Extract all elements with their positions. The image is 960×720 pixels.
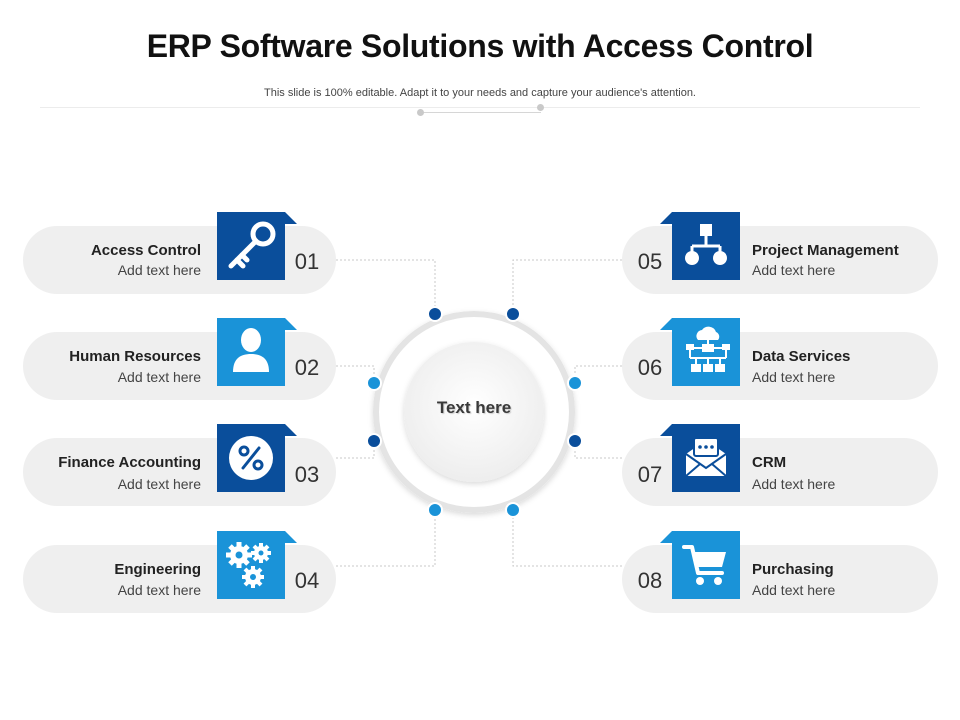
header-rule-dot	[417, 109, 424, 116]
item-03-number: 03	[294, 462, 320, 487]
center-label: Text here	[436, 398, 512, 417]
item-08-label: Purchasing	[752, 561, 834, 578]
hub-dot-03	[366, 433, 382, 449]
item-05-number: 05	[637, 249, 663, 274]
item-04-number: 04	[294, 568, 320, 593]
connector-line-01	[336, 259, 436, 314]
item-04-sub: Add text here	[117, 582, 201, 598]
slide-title: ERP Software Solutions with Access Contr…	[146, 28, 814, 64]
header-rule	[40, 107, 920, 108]
hub-dot-01	[427, 306, 443, 322]
item-07-sub: Add text here	[752, 476, 836, 492]
item-08-sub: Add text here	[752, 582, 836, 598]
hub-dot-04	[427, 502, 443, 518]
hub-inner-circle	[404, 342, 544, 482]
item-06-number: 06	[637, 355, 663, 380]
connector-line-08	[512, 510, 622, 567]
item-08-tile	[660, 531, 740, 599]
item-06-tile	[660, 318, 740, 386]
hub-dot-08	[505, 502, 521, 518]
header-rule-link	[421, 112, 541, 113]
item-02-sub: Add text here	[117, 369, 201, 385]
cart-icon	[682, 545, 726, 585]
item-03-label: Finance Accounting	[58, 454, 201, 471]
connector-line-05	[512, 259, 622, 314]
item-07-label: CRM	[752, 454, 787, 471]
item-02-number: 02	[294, 355, 320, 380]
mail-chat-icon	[685, 437, 727, 477]
item-07-number: 07	[637, 462, 663, 487]
hub-dot-06	[567, 375, 583, 391]
hub-dot-07	[567, 433, 583, 449]
item-05-tile	[660, 212, 740, 280]
slide-subtitle: This slide is 100% editable. Adapt it to…	[264, 87, 696, 99]
item-04-label: Engineering	[114, 561, 201, 578]
hub-dot-05	[505, 306, 521, 322]
percent-icon	[229, 436, 273, 480]
item-05-sub: Add text here	[752, 262, 836, 278]
item-02-tile	[217, 318, 297, 386]
item-04-tile	[217, 531, 297, 599]
item-01-number: 01	[294, 249, 320, 274]
item-05-label: Project Management	[752, 242, 899, 259]
item-01-sub: Add text here	[117, 262, 201, 278]
header-rule-dot	[537, 104, 544, 111]
item-06-sub: Add text here	[752, 369, 836, 385]
cloud-network-icon	[686, 326, 730, 372]
item-03-sub: Add text here	[117, 476, 201, 492]
item-08-number: 08	[637, 568, 663, 593]
item-02-label: Human Resources	[69, 348, 201, 365]
gears-icon	[226, 542, 271, 588]
hierarchy-icon	[685, 224, 727, 265]
key-icon	[228, 221, 276, 269]
item-07-tile	[660, 424, 740, 492]
user-icon	[233, 328, 269, 372]
item-06-label: Data Services	[752, 348, 851, 365]
item-01-tile	[217, 212, 297, 280]
connector-line-04	[336, 510, 436, 567]
item-01-label: Access Control	[90, 242, 201, 259]
hub-dots	[366, 306, 583, 518]
item-03-tile	[217, 424, 297, 492]
connector-lines	[336, 259, 622, 567]
hub-dot-02	[366, 375, 382, 391]
